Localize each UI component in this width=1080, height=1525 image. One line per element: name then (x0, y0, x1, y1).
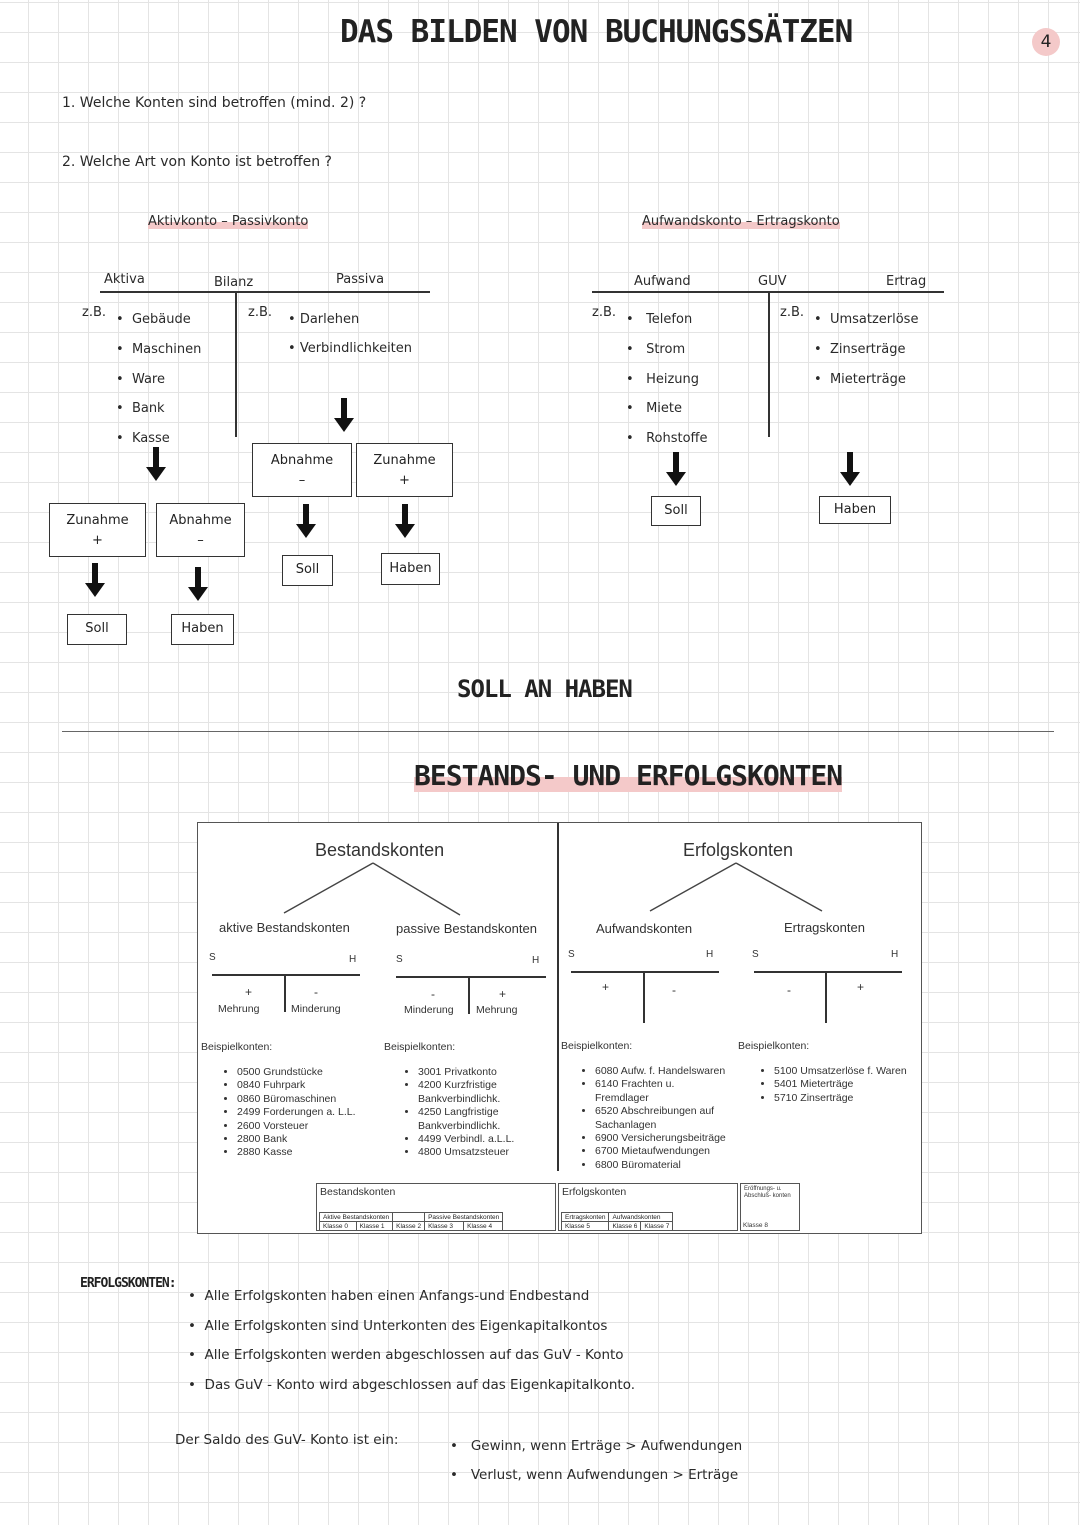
passive-bestandskonten: passive Bestandskonten (396, 921, 537, 936)
konten-diagram: Bestandskonten Erfolgskonten aktive Best… (197, 822, 922, 1234)
t-ertrag-plus: + (857, 980, 865, 994)
t-aufwand-plus: + (602, 980, 610, 994)
aufwand-label: Aufwand (634, 274, 691, 289)
t-passiv-minderung: Minderung (404, 1004, 454, 1016)
section-divider (62, 731, 1054, 732)
t-passiv-mehrung: Mehrung (476, 1004, 518, 1016)
saldo-intro: Der Saldo des GuV- Konto ist ein: (175, 1432, 399, 1448)
aktive-bestandskonten: aktive Bestandskonten (219, 920, 350, 935)
ertrag-zb: z.B. (780, 305, 805, 320)
erfolgskonten-heading: Erfolgskonten (683, 840, 794, 860)
aktiva-zb: z.B. (82, 305, 107, 320)
beispiel-aufwand-list: 6080 Aufw. f. Handelswaren 6140 Frachten… (579, 1065, 755, 1172)
ertrag-items: • Umsatzerlöse • Zinserträge • Mieterträ… (814, 312, 919, 387)
aktiv-soll-box: Soll (67, 614, 127, 645)
t-aktiv-minderung: Minderung (291, 1003, 341, 1015)
t-passiv-minus: - (431, 987, 435, 1001)
saldo-list: • Gewinn, wenn Erträge > Aufwendungen • … (450, 1438, 743, 1483)
ertrag-haben-box: Haben (819, 496, 891, 524)
question-1: 1. Welche Konten sind betroffen (mind. 2… (62, 95, 367, 111)
page-title: DAS BILDEN VON BUCHUNGSSÄTZEN (340, 14, 853, 50)
ertrag-label: Ertrag (886, 274, 927, 289)
section-title-bestands-erfolgskonten: BESTANDS- UND ERFOLGSKONTEN (414, 759, 843, 792)
bilanz-heading: Aktivkonto – Passivkonto (148, 214, 309, 229)
passiva-label: Passiva (336, 272, 385, 287)
panel-divider (557, 823, 559, 1171)
soll-an-haben: SOLL AN HABEN (457, 675, 633, 703)
legend-erfolgskonten: Erfolgskonten Ertragskonten Aufwandskont… (558, 1183, 738, 1231)
question-2: 2. Welche Art von Konto ist betroffen ? (62, 154, 332, 170)
beispiel-aktiv-list: 0500 Grundstücke0840 Fuhrpark0860 Büroma… (221, 1066, 356, 1160)
tree-branches (283, 862, 823, 916)
aktiv-zunahme-box: Zunahme+ (49, 503, 146, 557)
beispiel-ertrag-label: Beispielkonten: (738, 1040, 810, 1052)
t-aktiv-plus: + (245, 985, 253, 999)
ertragskonten: Ertragskonten (784, 920, 865, 935)
t-passiv-plus: + (499, 987, 507, 1001)
bilanz-t-vertical (235, 291, 237, 437)
beispiel-passiv-label: Beispielkonten: (384, 1041, 456, 1053)
guv-heading: Aufwandskonto – Ertragskonto (642, 214, 840, 229)
aufwand-zb: z.B. (592, 305, 617, 320)
passiv-haben-box: Haben (381, 553, 440, 585)
aufwand-items: • Telefon • Strom • Heizung • Miete • Ro… (626, 312, 708, 447)
passiv-abnahme-box: Abnahme– (252, 443, 352, 497)
beispiel-aktiv-label: Beispielkonten: (201, 1041, 273, 1053)
bilanz-label: Bilanz (214, 275, 254, 290)
beispiel-passiv-list: 3001 Privatkonto 4200 Kurzfristige Bankv… (402, 1066, 558, 1160)
t-passiv-h: H (532, 955, 540, 966)
t-ertrag-h: H (891, 949, 899, 960)
guv-t-vertical (768, 291, 770, 437)
passiv-soll-box: Soll (282, 555, 333, 586)
t-passiv-s: S (396, 954, 403, 965)
passiva-zb: z.B. (248, 305, 273, 320)
legend-bestandskonten: Bestandskonten Aktive Bestandskonten Pas… (316, 1183, 556, 1231)
t-aktiv-minus: - (314, 985, 318, 999)
bestandskonten-heading: Bestandskonten (315, 840, 445, 860)
t-aufwand-minus: - (672, 983, 676, 997)
t-aufwand-h: H (706, 949, 714, 960)
guv-label: GUV (758, 274, 787, 289)
aktiv-abnahme-box: Abnahme– (156, 503, 245, 557)
aktiv-haben-box: Haben (171, 614, 234, 645)
t-ertrag-minus: - (787, 983, 791, 997)
t-aktiv-h: H (349, 954, 357, 965)
t-aktiv-mehrung: Mehrung (218, 1003, 260, 1015)
t-ertrag-s: S (752, 949, 759, 960)
legend-eroeffnung: Eröffnungs- u. Abschluß- konten Klasse 8 (740, 1183, 800, 1231)
aufwand-soll-box: Soll (651, 496, 701, 526)
passiva-items: • Darlehen • Verbindlichkeiten (288, 312, 413, 356)
aktiva-items: • Gebäude • Maschinen • Ware • Bank • Ka… (116, 312, 202, 447)
passiv-zunahme-box: Zunahme+ (356, 443, 453, 497)
t-aufwand-s: S (568, 949, 575, 960)
aufwandskonten: Aufwandskonten (596, 921, 693, 936)
page-number-badge: 4 (1032, 28, 1060, 56)
t-aktiv-s: S (209, 952, 216, 963)
beispiel-aufwand-label: Beispielkonten: (561, 1040, 633, 1052)
aktiva-label: Aktiva (104, 272, 145, 287)
bilanz-t-horizontal (100, 291, 430, 293)
beispiel-ertrag-list: 5100 Umsatzerlöse f. Waren5401 Mieterträ… (758, 1065, 907, 1105)
erfolgskonten-notes: • Alle Erfolgskonten haben einen Anfangs… (188, 1288, 636, 1394)
erfolgskonten-label: ERFOLGSKONTEN: (80, 1276, 177, 1291)
